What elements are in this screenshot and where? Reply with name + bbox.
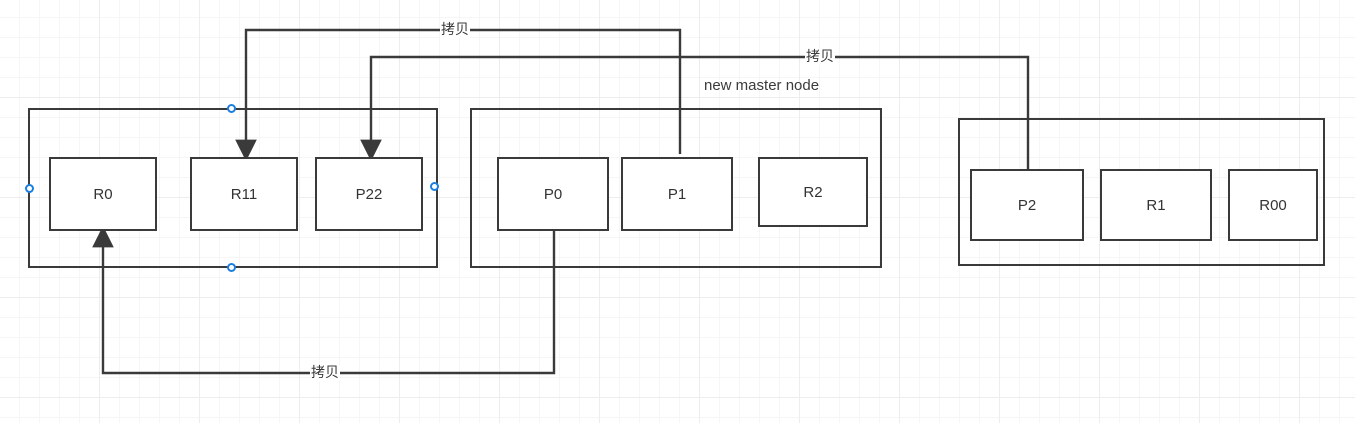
node-p2-label: P2 xyxy=(1017,196,1037,214)
node-r1-label: R1 xyxy=(1146,196,1166,214)
node-p0[interactable]: P0 xyxy=(497,157,609,231)
anchor-dot-left-container-east[interactable] xyxy=(430,182,439,191)
copy-label-bottom[interactable]: 拷贝 xyxy=(310,365,340,381)
node-r11[interactable]: R11 xyxy=(190,157,298,231)
node-p0-label: P0 xyxy=(543,185,563,203)
anchor-dot-left-container-south[interactable] xyxy=(227,263,236,272)
copy-label-top-right[interactable]: 拷贝 xyxy=(805,49,835,65)
node-p2[interactable]: P2 xyxy=(970,169,1084,241)
node-r0[interactable]: R0 xyxy=(49,157,157,231)
node-p22-label: P22 xyxy=(355,185,383,203)
container-right[interactable] xyxy=(958,118,1325,266)
node-r11-label: R11 xyxy=(230,185,258,203)
node-p22[interactable]: P22 xyxy=(315,157,423,231)
anchor-dot-left-container-west[interactable] xyxy=(25,184,34,193)
node-r2[interactable]: R2 xyxy=(758,157,868,227)
node-r1[interactable]: R1 xyxy=(1100,169,1212,241)
node-r00[interactable]: R00 xyxy=(1228,169,1318,241)
node-r2-label: R2 xyxy=(803,183,823,201)
node-r00-label: R00 xyxy=(1259,196,1287,214)
container-master[interactable] xyxy=(470,108,882,268)
node-p1-label: P1 xyxy=(667,185,687,203)
node-r0-label: R0 xyxy=(93,185,113,203)
new-master-node-label[interactable]: new master node xyxy=(704,77,820,94)
copy-edge-p2-to-p22-path xyxy=(360,55,1030,169)
copy-label-top-left[interactable]: 拷贝 xyxy=(440,22,470,38)
anchor-dot-left-container-north[interactable] xyxy=(227,104,236,113)
node-p1[interactable]: P1 xyxy=(621,157,733,231)
